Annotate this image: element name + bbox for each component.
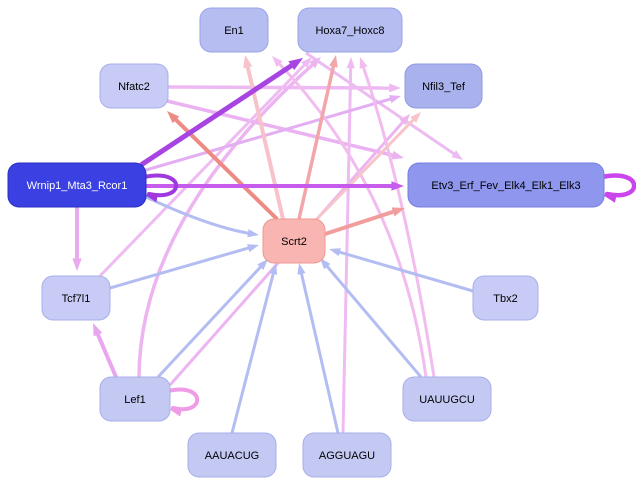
node-nfatc2-label: Nfatc2: [118, 81, 150, 93]
edge-lef1-self: [166, 387, 200, 412]
edge-nfatc2-to-etv3: [166, 99, 396, 158]
edge-agguagu-to-scrt2-arrowhead: [297, 263, 306, 275]
node-tcf7l1[interactable]: Tcf7l1: [41, 275, 111, 321]
node-nfatc2[interactable]: Nfatc2: [99, 63, 169, 109]
edge-scrt2-to-etv3: [324, 208, 397, 236]
node-hoxa7[interactable]: Hoxa7_Hoxc8: [297, 7, 403, 53]
node-nfil3-label: Nfil3_Tef: [422, 81, 466, 93]
node-agguagu[interactable]: AGGUAGU: [302, 432, 392, 478]
node-uauugcu[interactable]: UAUUGCU: [402, 376, 492, 422]
node-agguagu-shape[interactable]: [302, 432, 392, 478]
edge-uauugcu-to-en1: [276, 61, 428, 378]
node-lef1-label: Lef1: [124, 394, 145, 406]
node-nfil3-shape[interactable]: [404, 63, 483, 109]
edge-lef1-to-scrt2: [156, 264, 264, 379]
edge-wrnip1-self: [142, 173, 179, 198]
node-tcf7l1-label: Tcf7l1: [62, 293, 91, 305]
edge-scrt2-to-hoxa7: [297, 63, 336, 220]
edge-etv3-self: [599, 173, 636, 198]
node-scrt2[interactable]: Scrt2: [262, 218, 326, 264]
edge-wrnip1-to-hoxa7-arrowhead: [288, 58, 303, 71]
edge-agguagu-to-scrt2: [299, 270, 340, 434]
edge-lef1-to-scrt2-arrowhead: [257, 259, 268, 270]
edge-wrnip1-to-nfil3-arrowhead: [389, 95, 401, 104]
edge-aauacug-to-scrt2: [230, 270, 276, 434]
edge-tbx2-to-scrt2-arrowhead: [329, 248, 341, 257]
edge-nfatc2-to-etv3-arrowhead: [391, 150, 404, 160]
node-scrt2-label: Scrt2: [281, 236, 307, 248]
edge-scrt2-to-etv3-arrowhead: [391, 207, 405, 217]
edge-lef1-self-arrowhead: [169, 407, 183, 417]
edge-lef1-to-hoxa7-arrowhead: [309, 57, 321, 69]
edge-scrt2-to-nfil3-arrowhead: [410, 112, 421, 123]
edge-scrt2-to-hoxa7-arrowhead: [329, 55, 338, 68]
node-uauugcu-shape[interactable]: [402, 376, 492, 422]
node-tcf7l1-shape[interactable]: [41, 275, 111, 321]
node-hoxa7-label: Hoxa7_Hoxc8: [315, 25, 384, 37]
edge-etv3-self-arrowhead: [603, 192, 618, 203]
edge-wrnip1-to-tcf7l1-arrowhead: [72, 258, 82, 271]
edge-agguagu-to-hoxa7-arrowhead: [346, 57, 355, 69]
node-tbx2-shape[interactable]: [472, 275, 539, 321]
edge-wrnip1-to-scrt2: [145, 195, 251, 236]
node-nfil3[interactable]: Nfil3_Tef: [404, 63, 483, 109]
node-etv3[interactable]: Etv3_Erf_Fev_Elk4_Elk1_Elk3: [407, 162, 605, 208]
node-tbx2[interactable]: Tbx2: [472, 275, 539, 321]
edge-uauugcu-to-hoxa7: [361, 64, 436, 378]
edge-tbx2-to-scrt2: [336, 249, 474, 293]
edge-lef1-to-hoxa7: [137, 61, 316, 378]
edge-scrt2-to-nfatc2-arrowhead: [167, 111, 180, 124]
node-tbx2-label: Tbx2: [493, 293, 517, 305]
node-hoxa7-shape[interactable]: [297, 7, 403, 53]
edge-wrnip1-self-arrowhead: [145, 193, 159, 203]
edge-agguagu-to-hoxa7: [341, 65, 353, 434]
node-etv3-label: Etv3_Erf_Fev_Elk4_Elk1_Elk3: [431, 180, 580, 192]
node-aauacug-shape[interactable]: [187, 432, 277, 478]
edge-lef1-to-tcf7l1: [94, 330, 118, 378]
edge-tcf7l1-to-scrt2: [109, 245, 252, 290]
edge-uauugcu-to-scrt2-arrowhead: [320, 258, 331, 270]
edge-hoxa7-to-etv3-arrowhead: [451, 150, 463, 160]
node-en1-shape[interactable]: [199, 7, 269, 53]
node-agguagu-label: AGGUAGU: [319, 450, 375, 462]
edge-tcf7l1-to-hoxa7: [98, 61, 308, 278]
node-etv3-shape[interactable]: [407, 162, 605, 208]
node-aauacug[interactable]: AAUACUG: [187, 432, 277, 478]
edge-uauugcu-to-en1-arrowhead: [272, 56, 283, 67]
edge-wrnip1-to-nfil3: [145, 96, 394, 172]
edge-tcf7l1-to-scrt2-arrowhead: [247, 244, 259, 253]
node-wrnip1[interactable]: Wrnip1_Mta3_Rcor1: [7, 162, 147, 208]
node-wrnip1-label: Wrnip1_Mta3_Rcor1: [27, 180, 128, 192]
node-aauacug-label: AAUACUG: [205, 450, 259, 462]
edge-tcf7l1-to-hoxa7-arrowhead: [301, 57, 312, 68]
edge-scrt2-to-en1-arrowhead: [243, 55, 253, 69]
node-en1[interactable]: En1: [199, 7, 269, 53]
edge-lef1-to-tcf7l1-arrowhead: [93, 323, 103, 337]
edge-uauugcu-to-hoxa7-arrowhead: [359, 57, 368, 69]
node-scrt2-shape[interactable]: [262, 218, 326, 264]
node-en1-label: En1: [224, 25, 244, 37]
node-wrnip1-shape[interactable]: [7, 162, 147, 208]
edge-wrnip1-to-hoxa7: [139, 61, 296, 168]
edge-uauugcu-to-scrt2: [324, 263, 423, 378]
edge-scrt2-to-nfil3: [313, 116, 417, 223]
node-uauugcu-label: UAUUGCU: [419, 394, 475, 406]
edge-nfatc2-to-nfil3-arrowhead: [389, 83, 401, 93]
node-lef1-shape[interactable]: [99, 376, 171, 422]
edge-lef1-to-nfil3-arrowhead: [399, 114, 410, 126]
edge-wrnip1-to-scrt2-arrowhead: [247, 229, 259, 238]
node-lef1[interactable]: Lef1: [99, 376, 171, 422]
edge-wrnip1-to-etv3-arrowhead: [391, 181, 404, 191]
node-nfatc2-shape[interactable]: [99, 63, 169, 109]
edge-aauacug-to-scrt2-arrowhead: [269, 263, 278, 275]
